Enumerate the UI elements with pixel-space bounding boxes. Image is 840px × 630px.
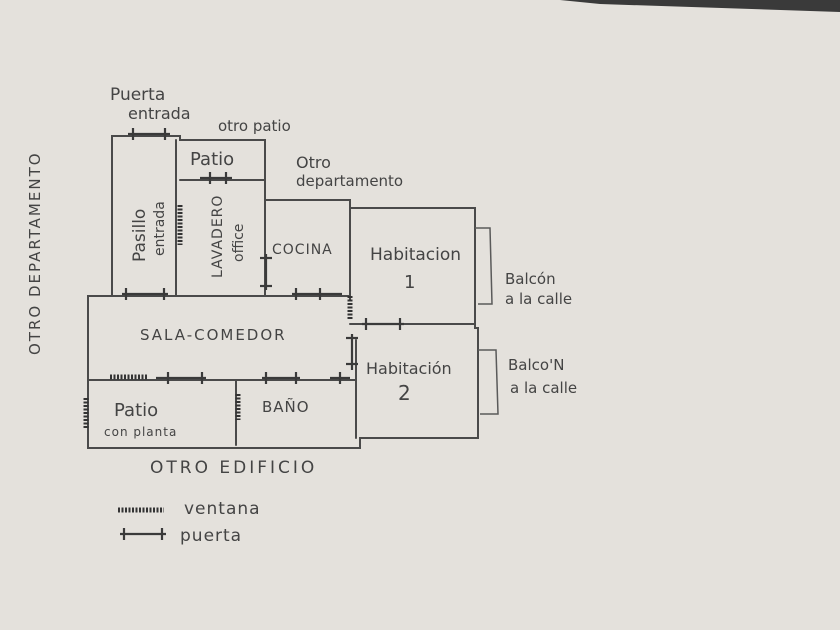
legend-puerta-label: puerta: [180, 526, 242, 546]
label-patio-con-planta-line2: con planta: [104, 425, 177, 439]
door-patio: [200, 172, 232, 184]
doors: [122, 128, 404, 384]
label-patio-con-planta-line1: Patio: [114, 400, 158, 421]
label-balcon2-line1: Balco'N: [508, 356, 564, 374]
label-habitacion1-line1: Habitacion: [370, 245, 461, 265]
door-sala-right: [330, 372, 350, 384]
door-entrada: [128, 128, 170, 140]
balcon2-outline: [478, 349, 499, 415]
door-pasillo-sala: [122, 288, 168, 300]
label-otro-departamento-top-line1: Otro: [296, 153, 331, 172]
label-balcon1-line2: a la calle: [505, 290, 572, 308]
label-cocina: COCINA: [272, 242, 333, 258]
paper-shadow-corner: [560, 0, 840, 12]
label-puerta-entrada-line2: entrada: [128, 104, 191, 123]
label-otro-departamento-top-line2: departamento: [296, 172, 403, 190]
label-habitacion1-line2: 1: [404, 272, 415, 293]
label-patio: Patio: [190, 149, 234, 170]
door-habitacion1: [362, 318, 404, 330]
label-bano: BAÑO: [262, 397, 310, 416]
legend-ventana-label: ventana: [184, 499, 261, 519]
label-lavadero-line2: office: [231, 224, 247, 262]
label-puerta-entrada-line1: Puerta: [110, 85, 165, 105]
legend: ventana puerta: [118, 499, 261, 546]
balcon1-outline: [475, 227, 493, 305]
label-pasillo-line2: entrada: [152, 201, 168, 256]
label-balcon2-line2: a la calle: [510, 379, 577, 397]
label-otro-edificio: OTRO EDIFICIO: [150, 458, 317, 478]
outer-wall: [87, 135, 479, 449]
label-sala-comedor: SALA-COMEDOR: [140, 326, 287, 344]
door-cocina: [292, 288, 342, 300]
label-otro-patio: otro patio: [218, 117, 291, 135]
door-habitacion2: [346, 334, 358, 370]
label-balcon1-line1: Balcón: [505, 270, 556, 288]
label-habitacion2-line1: Habitación: [366, 359, 452, 378]
door-bano: [262, 372, 300, 384]
windows: [83, 205, 353, 428]
labels: Puerta entrada otro patio Otro departame…: [26, 85, 577, 478]
label-otro-departamento-side: OTRO DEPARTAMENTO: [26, 151, 44, 355]
label-lavadero-line1: LAVADERO: [210, 195, 226, 278]
label-pasillo-line1: Pasillo: [130, 209, 150, 262]
door-lavadero: [260, 254, 272, 290]
door-sala-patio: [156, 372, 206, 384]
label-habitacion2-line2: 2: [398, 381, 411, 405]
legend-puerta-symbol: [120, 528, 166, 540]
